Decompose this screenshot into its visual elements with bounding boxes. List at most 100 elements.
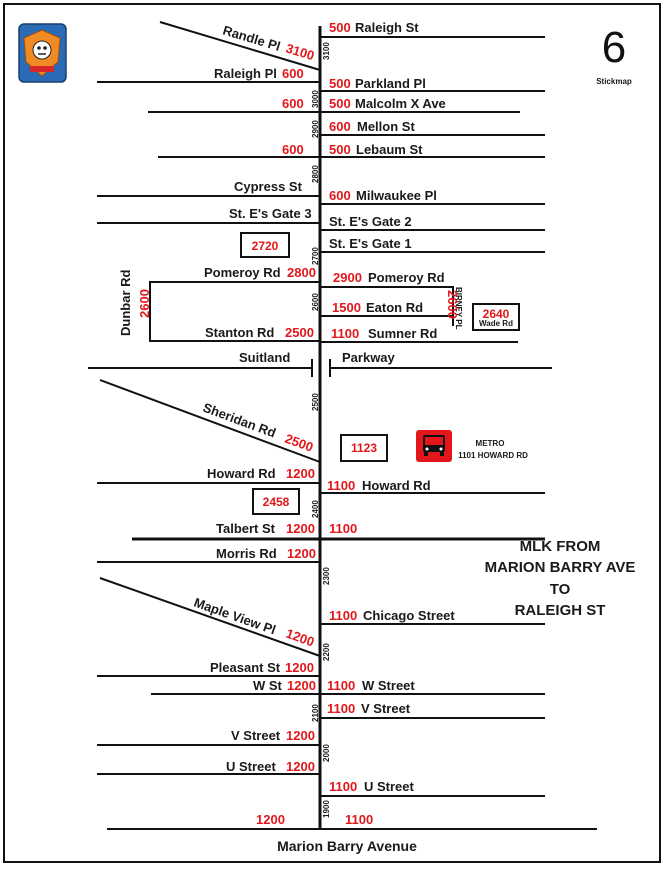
map-frame bbox=[3, 3, 661, 863]
stanton-rd-name: Stanton Rd bbox=[205, 325, 274, 340]
milwaukee-pl-name: Milwaukee Pl bbox=[356, 188, 437, 203]
sumner-rd-name: Sumner Rd bbox=[368, 326, 437, 341]
route-note-line2: MARION BARRY AVE bbox=[485, 559, 636, 576]
chicago-street-name: Chicago Street bbox=[363, 608, 455, 623]
howard-rd-right-name: Howard Rd bbox=[362, 478, 431, 493]
map-type-label: Stickmap bbox=[596, 77, 632, 86]
lebaum-st-addr: 500 bbox=[329, 142, 351, 157]
lebaum-left-addr: 600 bbox=[282, 142, 304, 157]
block-number-2900: 2900 bbox=[311, 120, 320, 138]
mellon-st-addr: 600 bbox=[329, 119, 351, 134]
route-note-line4: RALEIGH ST bbox=[515, 602, 606, 619]
raleigh-st-addr: 500 bbox=[329, 20, 351, 35]
bottom-left-addr: 1200 bbox=[256, 812, 285, 827]
suitland-name: Suitland bbox=[239, 350, 290, 365]
talbert-st-name: Talbert St bbox=[216, 521, 276, 536]
randle-pl-road bbox=[159, 21, 321, 71]
block-number-2200: 2200 bbox=[322, 643, 331, 661]
chicago-street-addr: 1100 bbox=[329, 608, 357, 623]
malcolm-x-right-name: Malcolm X Ave bbox=[355, 96, 446, 111]
howard-rd-left-addr: 1200 bbox=[286, 466, 315, 481]
box-2720 bbox=[240, 232, 290, 258]
block-number-2500: 2500 bbox=[311, 393, 320, 411]
v-street-right-addr: 1100 bbox=[327, 701, 355, 716]
v-street-left-name: V Street bbox=[231, 728, 281, 743]
w-st-addr: 1200 bbox=[287, 678, 316, 693]
box-2720-number: 2720 bbox=[252, 239, 279, 253]
metro-bus-icon bbox=[416, 430, 452, 462]
box-1123 bbox=[340, 434, 388, 462]
cypress-st-name: Cypress St bbox=[234, 179, 303, 194]
u-street-right-addr: 1100 bbox=[329, 779, 357, 794]
v-street-left-addr: 1200 bbox=[286, 728, 315, 743]
dunbar-loop-road bbox=[149, 281, 320, 342]
howard-rd-right-addr: 1100 bbox=[327, 478, 355, 493]
dunbar-rd-addr: 2600 bbox=[137, 289, 152, 318]
mellon-st-name: Mellon St bbox=[357, 119, 415, 134]
malcolm-x-right-addr: 500 bbox=[329, 96, 351, 111]
ste-gate2-name: St. E's Gate 2 bbox=[329, 214, 412, 229]
sumner-rd-addr: 1100 bbox=[331, 326, 359, 341]
eaton-rd-addr: 1500 bbox=[332, 300, 361, 315]
pleasant-st-name: Pleasant St bbox=[210, 660, 281, 675]
box-2640 bbox=[472, 303, 520, 331]
map-number: 6 bbox=[602, 23, 626, 72]
box-1123-number: 1123 bbox=[351, 441, 377, 455]
v-street-right-name: V Street bbox=[361, 701, 411, 716]
talbert-st-left-addr: 1200 bbox=[286, 521, 315, 536]
pomeroy-left-name: Pomeroy Rd bbox=[204, 265, 281, 280]
block-number-2100: 2100 bbox=[311, 704, 320, 722]
route-note-line3: TO bbox=[550, 581, 571, 598]
block-number-3100: 3100 bbox=[322, 42, 331, 60]
metro-title: METRO bbox=[476, 439, 505, 448]
ste-gate1-name: St. E's Gate 1 bbox=[329, 236, 412, 251]
route-note-line1: MLK FROM bbox=[520, 538, 601, 555]
birney-pl-road bbox=[320, 286, 454, 326]
bottom-right-addr: 1100 bbox=[345, 812, 373, 827]
milwaukee-pl-addr: 600 bbox=[329, 188, 351, 203]
lebaum-st-name: Lebaum St bbox=[356, 142, 423, 157]
pomeroy-right-addr: 2900 bbox=[333, 270, 362, 285]
block-number-2300: 2300 bbox=[322, 567, 331, 585]
block-number-3000: 3000 bbox=[311, 90, 320, 108]
stanton-rd-addr: 2500 bbox=[285, 325, 314, 340]
pleasant-st-addr: 1200 bbox=[285, 660, 314, 675]
box-2640-subtitle: Wade Rd bbox=[479, 319, 513, 328]
block-number-2400: 2400 bbox=[311, 500, 320, 518]
w-street-right-addr: 1100 bbox=[327, 678, 355, 693]
u-street-right-name: U Street bbox=[364, 779, 415, 794]
parkland-pl-name: Parkland Pl bbox=[355, 76, 426, 91]
w-st-name: W St bbox=[253, 678, 283, 693]
box-2458-number: 2458 bbox=[263, 495, 290, 509]
parkland-pl-addr: 500 bbox=[329, 76, 351, 91]
w-street-right-name: W Street bbox=[362, 678, 415, 693]
metro-address: 1101 HOWARD RD bbox=[458, 451, 528, 460]
sheridan-rd-addr: 2500 bbox=[283, 431, 315, 455]
sheridan-rd-road bbox=[99, 379, 321, 463]
block-number-2600: 2600 bbox=[311, 293, 320, 311]
sheridan-rd-name: Sheridan Rd bbox=[201, 400, 278, 441]
maple-view-pl-road bbox=[99, 577, 321, 657]
morris-rd-name: Morris Rd bbox=[216, 546, 277, 561]
talbert-st-right-addr: 1100 bbox=[329, 521, 357, 536]
pomeroy-right-name: Pomeroy Rd bbox=[368, 270, 445, 285]
raleigh-pl-addr: 600 bbox=[282, 66, 304, 81]
malcolm-x-left-addr: 600 bbox=[282, 96, 304, 111]
raleigh-st-name: Raleigh St bbox=[355, 20, 419, 35]
fire-department-patch-icon bbox=[18, 23, 67, 83]
main-road-name: Marion Barry Avenue bbox=[277, 838, 417, 854]
raleigh-pl-name: Raleigh Pl bbox=[214, 66, 277, 81]
birney-pl-addr: 2600 bbox=[445, 290, 460, 319]
u-street-left-addr: 1200 bbox=[286, 759, 315, 774]
howard-rd-left-name: Howard Rd bbox=[207, 466, 276, 481]
eaton-rd-name: Eaton Rd bbox=[366, 300, 423, 315]
ste-gate3-name: St. E's Gate 3 bbox=[229, 206, 312, 221]
box-2640-number: 2640 bbox=[483, 307, 510, 321]
box-2458 bbox=[252, 488, 300, 515]
pomeroy-left-addr: 2800 bbox=[287, 265, 316, 280]
block-number-1900: 1900 bbox=[322, 800, 331, 818]
block-number-2800: 2800 bbox=[311, 165, 320, 183]
block-number-2700: 2700 bbox=[311, 247, 320, 265]
dunbar-rd-name: Dunbar Rd bbox=[118, 270, 133, 337]
